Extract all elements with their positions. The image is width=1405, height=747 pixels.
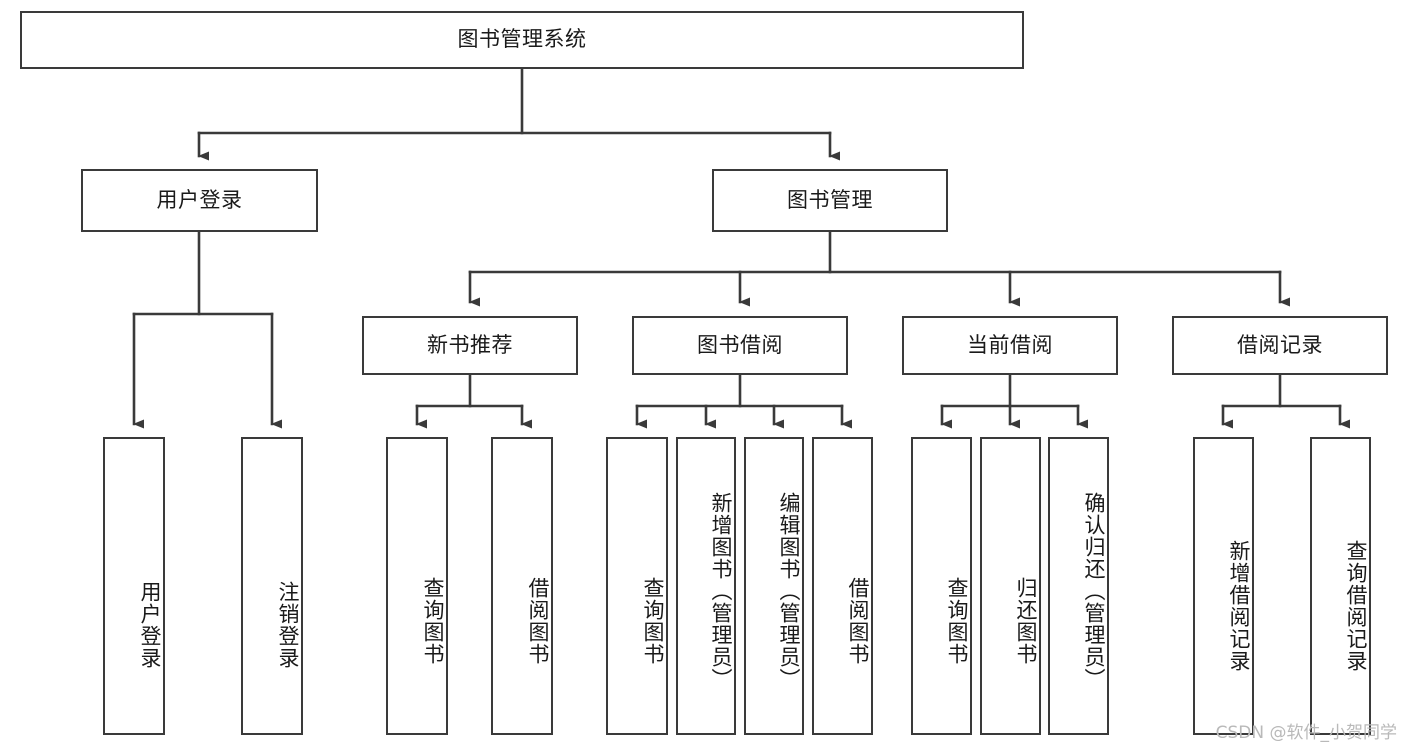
leaf-edit-book-label: 编辑图书（管理员） (777, 492, 801, 690)
node-root[interactable]: 图书管理系统 (20, 11, 1024, 69)
leaf-return-book[interactable]: 归还图书 (980, 437, 1041, 735)
node-book-borrow-label: 图书借阅 (697, 332, 783, 357)
leaf-query-book-3-label: 查询图书 (945, 577, 969, 665)
leaf-borrow-book-2[interactable]: 借阅图书 (812, 437, 873, 735)
node-borrow-record-label: 借阅记录 (1237, 332, 1323, 357)
leaf-add-record-label: 新增借阅记录 (1227, 540, 1251, 672)
node-book-manage-label: 图书管理 (787, 187, 873, 212)
leaf-query-book-2-label: 查询图书 (641, 577, 665, 665)
node-current-borrow-label: 当前借阅 (967, 332, 1053, 357)
leaf-query-book-1[interactable]: 查询图书 (386, 437, 448, 735)
leaf-logout-login[interactable]: 注销登录 (241, 437, 303, 735)
leaf-query-record[interactable]: 查询借阅记录 (1310, 437, 1371, 735)
leaf-query-book-2[interactable]: 查询图书 (606, 437, 668, 735)
node-book-manage[interactable]: 图书管理 (712, 169, 948, 232)
leaf-edit-book[interactable]: 编辑图书（管理员） (744, 437, 804, 735)
node-root-label: 图书管理系统 (457, 27, 587, 52)
node-user-login[interactable]: 用户登录 (81, 169, 318, 232)
node-new-book-recommend-label: 新书推荐 (427, 332, 513, 357)
leaf-query-book-1-label: 查询图书 (421, 577, 445, 665)
node-new-book-recommend[interactable]: 新书推荐 (362, 316, 578, 375)
leaf-borrow-book-2-label: 借阅图书 (846, 577, 870, 665)
leaf-add-book[interactable]: 新增图书（管理员） (676, 437, 736, 735)
node-borrow-record[interactable]: 借阅记录 (1172, 316, 1388, 375)
leaf-add-record[interactable]: 新增借阅记录 (1193, 437, 1254, 735)
leaf-add-book-label: 新增图书（管理员） (709, 492, 733, 690)
leaf-borrow-book-1-label: 借阅图书 (526, 577, 550, 665)
leaf-confirm-return-label: 确认归还（管理员） (1082, 492, 1106, 690)
node-user-login-label: 用户登录 (156, 187, 243, 212)
leaf-query-book-3[interactable]: 查询图书 (911, 437, 972, 735)
leaf-borrow-book-1[interactable]: 借阅图书 (491, 437, 553, 735)
leaf-user-login-label: 用户登录 (138, 581, 162, 669)
leaf-query-record-label: 查询借阅记录 (1344, 540, 1368, 672)
leaf-return-book-label: 归还图书 (1014, 577, 1038, 665)
leaf-confirm-return[interactable]: 确认归还（管理员） (1048, 437, 1109, 735)
leaf-logout-login-label: 注销登录 (276, 581, 300, 669)
node-book-borrow[interactable]: 图书借阅 (632, 316, 848, 375)
node-current-borrow[interactable]: 当前借阅 (902, 316, 1118, 375)
watermark-text: CSDN @软件_小贺同学 (1215, 723, 1397, 743)
leaf-user-login[interactable]: 用户登录 (103, 437, 165, 735)
